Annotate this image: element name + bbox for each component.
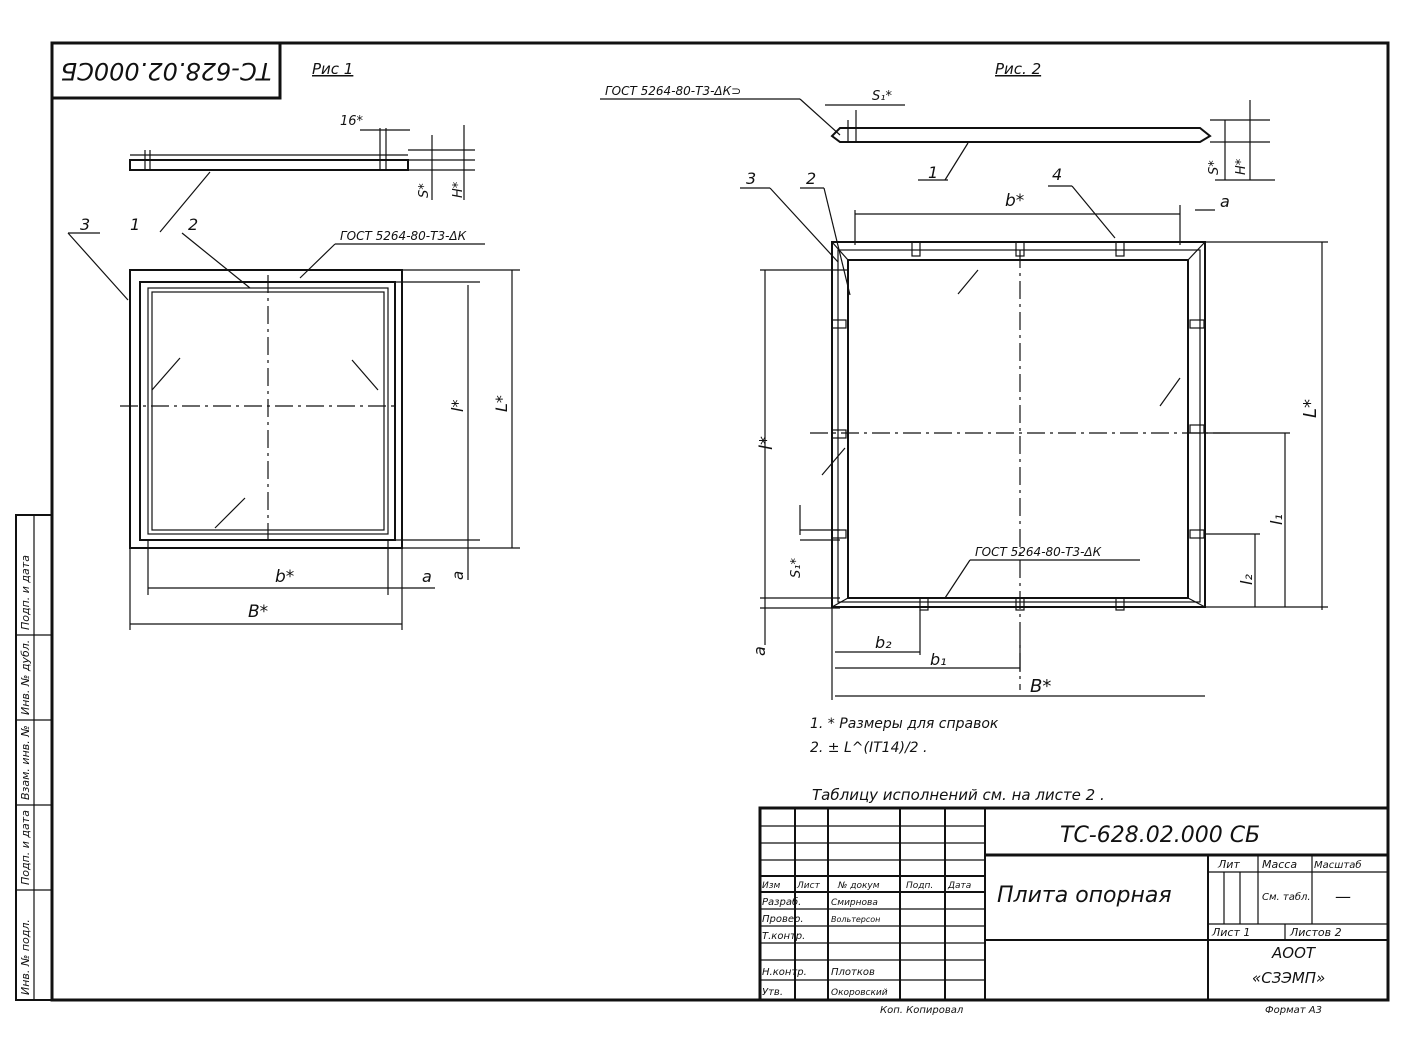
title-block bbox=[758, 806, 1390, 1002]
tb-prover-name: Вольтерсон bbox=[831, 915, 880, 924]
fig1-pos-2: 2 bbox=[188, 215, 198, 234]
fig1-dim-a-side: a bbox=[449, 571, 467, 580]
tb-razrab: Разраб. bbox=[762, 896, 801, 908]
tb-utv-name: Окоровский bbox=[831, 988, 888, 998]
fig1-dim-B: B* bbox=[248, 602, 268, 622]
fig2-dim-a-top: a bbox=[1220, 192, 1230, 211]
tb-utv: Утв. bbox=[762, 987, 783, 998]
fig1-pos-3: 3 bbox=[80, 215, 90, 234]
stamp-code: ТС-628.02.000СБ bbox=[61, 57, 272, 85]
tb-format: Формат А3 bbox=[1265, 1005, 1322, 1016]
tb-sheets: Листов 2 bbox=[1289, 926, 1342, 939]
fig2-profile bbox=[825, 100, 1275, 181]
tb-massa-val: См. табл. bbox=[1262, 891, 1311, 903]
tb-masshtab-val: — bbox=[1335, 887, 1351, 906]
fig1-dim-l: l* bbox=[448, 400, 467, 412]
tb-col-date: Дата bbox=[947, 881, 971, 891]
tb-name: Плита опорная bbox=[997, 883, 1172, 908]
fig2-dim-l: l* bbox=[756, 436, 777, 450]
fig1-dim-16: 16* bbox=[340, 114, 364, 129]
fig2-title: Рис. 2 bbox=[995, 60, 1041, 78]
fig1-dim-L: L* bbox=[492, 395, 511, 412]
tb-org-2: «СЗЭМП» bbox=[1252, 969, 1325, 987]
fig1-dim-h: H* bbox=[451, 181, 466, 198]
side-label-1: Инв. № подл. bbox=[19, 919, 32, 995]
side-label-3: Взам. инв. № bbox=[19, 725, 32, 800]
tb-massa: Масса bbox=[1262, 858, 1297, 871]
note-2: 2. ± L^(IT14)/2 . bbox=[810, 740, 927, 756]
fig2-dim-b2: b₂ bbox=[875, 633, 892, 652]
fig1-dim-a: a bbox=[422, 567, 432, 586]
tb-col-list: Лист bbox=[796, 881, 821, 891]
tb-tkontr: Т.контр. bbox=[762, 931, 805, 942]
fig2-dim-s1: S₁* bbox=[872, 89, 892, 104]
fig1-title: Рис 1 bbox=[312, 60, 353, 78]
drawing-frame bbox=[15, 41, 1390, 1002]
fig1-dim-b: b* bbox=[275, 567, 294, 587]
fig2-dim-B: B* bbox=[1030, 676, 1051, 697]
fig2-plan bbox=[810, 241, 1230, 690]
tb-col-sign: Подп. bbox=[906, 881, 933, 891]
tb-col-izm: Изм bbox=[762, 881, 781, 891]
fig2-dim-l1: l₁ bbox=[1267, 514, 1286, 525]
figure-2: Рис. 2 ГОСТ 5264-80-Т3-ΔК⊃ S₁* S* H* 1 3… bbox=[600, 60, 1328, 700]
fig2-dim-s1-left: S₁* bbox=[789, 558, 804, 578]
fig2-dim-L: L* bbox=[1300, 399, 1321, 418]
tb-copied: Коп. Копировал bbox=[880, 1005, 964, 1016]
fig2-weld-top: ГОСТ 5264-80-Т3-ΔК⊃ bbox=[605, 84, 741, 98]
fig2-pos-2: 2 bbox=[806, 169, 816, 188]
side-label-4: Инв. № дубл. bbox=[19, 640, 32, 715]
tb-nkontr-name: Плотков bbox=[831, 967, 875, 978]
side-label-5: Подп. и дата bbox=[19, 555, 32, 630]
fig2-pos-4: 4 bbox=[1052, 165, 1062, 184]
tb-org-1: АООТ bbox=[1271, 944, 1317, 962]
fig2-dim-l2: l₂ bbox=[1237, 574, 1256, 585]
fig1-profile bbox=[129, 125, 475, 233]
side-label-2: Подп. и дата bbox=[19, 810, 32, 885]
fig2-weld-bottom: ГОСТ 5264-80-Т3-ΔК bbox=[975, 545, 1102, 559]
stamp-code-box: ТС-628.02.000СБ bbox=[50, 41, 282, 100]
tb-razrab-name: Смирнова bbox=[831, 898, 878, 908]
tb-sheet: Лист 1 bbox=[1211, 926, 1250, 939]
fig1-pos-1: 1 bbox=[130, 215, 140, 234]
tb-designation: ТС-628.02.000 СБ bbox=[1060, 823, 1260, 848]
fig2-dim-a-left: a bbox=[750, 646, 769, 656]
fig2-dim-h: H* bbox=[1234, 158, 1249, 175]
fig1-dim-s: S* bbox=[417, 183, 432, 198]
fig1-weld: ГОСТ 5264-80-Т3-ΔК bbox=[340, 229, 467, 243]
table-reference: Таблицу исполнений см. на листе 2 . bbox=[812, 786, 1105, 804]
fig2-dim-s: S* bbox=[1207, 160, 1222, 175]
figure-1: Рис 1 16* S* H* 1 3 2 ГОСТ 5264-80-Т3-ΔК bbox=[67, 60, 520, 630]
fig2-pos-3: 3 bbox=[746, 169, 756, 188]
fig2-dim-b: b* bbox=[1005, 191, 1024, 211]
fig2-dim-b1: b₁ bbox=[930, 650, 947, 669]
fig1-plan bbox=[120, 269, 403, 549]
tb-nkontr: Н.контр. bbox=[762, 967, 807, 978]
fig2-pos-1: 1 bbox=[928, 163, 938, 182]
tb-col-doc: № докум bbox=[837, 881, 880, 891]
note-1: 1. * Размеры для справок bbox=[810, 716, 999, 732]
tb-lit: Лит bbox=[1217, 858, 1240, 871]
tb-prover: Провер. bbox=[762, 914, 804, 925]
tb-masshtab: Масштаб bbox=[1314, 859, 1362, 871]
